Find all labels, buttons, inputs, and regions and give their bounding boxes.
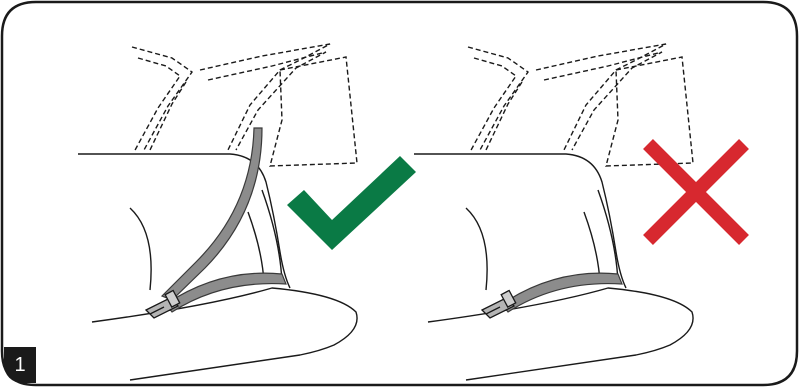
- panel-correct: [78, 44, 416, 380]
- check-mark-icon: [287, 156, 416, 250]
- seat-cushion-outline: [428, 288, 693, 380]
- seat-cushion-outline: [92, 288, 357, 380]
- lap-belt: [502, 273, 622, 312]
- seat-back-outline: [78, 154, 290, 288]
- backrest-seam: [248, 212, 264, 282]
- cross-mark-icon: [648, 144, 744, 240]
- backrest-seam: [262, 190, 282, 282]
- step-number-badge: 1: [4, 347, 36, 383]
- belt-buckle: [482, 290, 516, 318]
- backrest-seam: [598, 190, 618, 282]
- panel-incorrect: [414, 44, 744, 380]
- backrest-seam: [584, 212, 600, 282]
- backrest-seam: [130, 208, 151, 290]
- seat-back-outline: [414, 154, 626, 288]
- rear-window-outline: [132, 44, 357, 166]
- backrest-seam: [466, 208, 487, 290]
